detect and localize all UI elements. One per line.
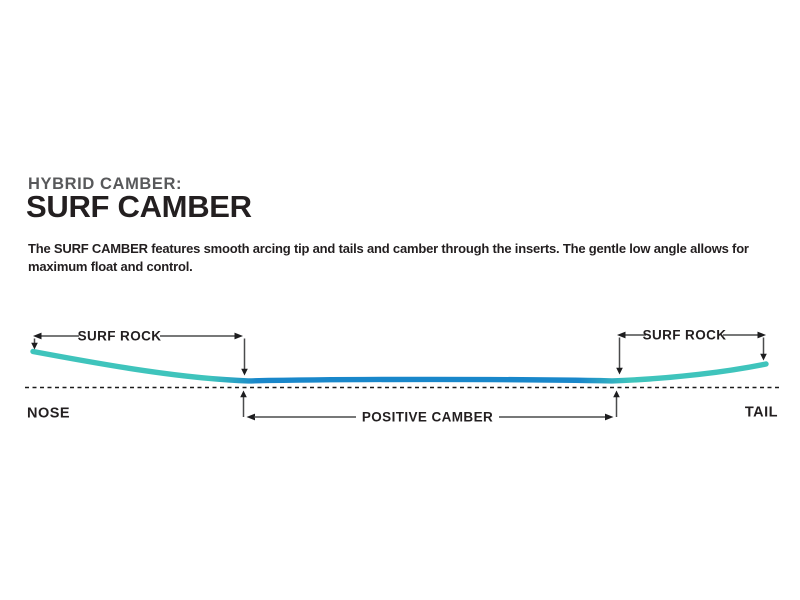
positive-camber-label: POSITIVE CAMBER: [362, 410, 493, 425]
arrow-down: [31, 342, 38, 350]
nose-label: NOSE: [27, 406, 70, 422]
arrow-up: [240, 390, 247, 398]
description: The SURF CAMBER features smooth arcing t…: [28, 241, 749, 274]
arrow-right: [605, 413, 614, 421]
arrow-left: [33, 332, 42, 340]
arrow-up: [613, 390, 620, 398]
arrow-right: [757, 331, 766, 339]
arrow-down: [616, 367, 623, 375]
arrow-left: [617, 331, 626, 339]
arrow-down: [241, 368, 248, 376]
tail-label: TAIL: [745, 405, 778, 421]
surf-rock-left-bracket: SURF ROCK: [31, 329, 248, 376]
board-profile: [30, 348, 769, 384]
surf-rock-right-label: SURF ROCK: [643, 328, 727, 343]
page-title: SURF CAMBER: [26, 189, 252, 224]
surf-rock-left-label: SURF ROCK: [78, 329, 162, 344]
arrow-right: [234, 332, 243, 340]
surf-rock-right-bracket: SURF ROCK: [616, 328, 767, 375]
positive-camber-dimension: POSITIVE CAMBER: [240, 390, 620, 425]
arrow-left: [246, 413, 255, 421]
kicker: HYBRID CAMBER:: [28, 175, 183, 193]
arrow-down: [760, 353, 767, 361]
